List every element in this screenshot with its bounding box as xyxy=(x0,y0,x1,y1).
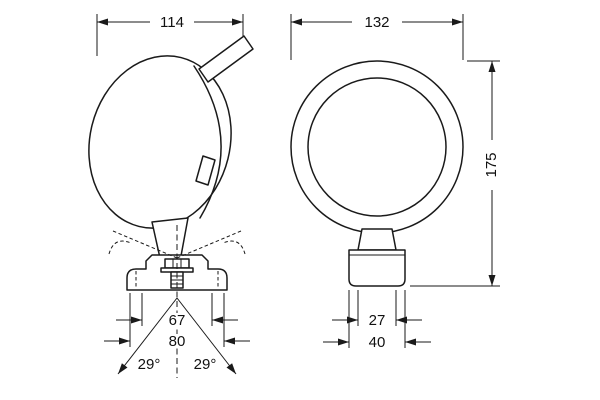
dim-29-right-label: 29° xyxy=(194,356,217,373)
dim-132-label: 132 xyxy=(364,14,389,31)
dim-175-label: 175 xyxy=(483,152,500,177)
front-lens-inner xyxy=(307,77,447,217)
dim-swivel-angles: 29° 29° xyxy=(117,297,237,375)
dim-base-width: 40 xyxy=(323,290,431,351)
dim-slot-width: 67 xyxy=(116,293,238,329)
dim-114-label: 114 xyxy=(160,14,184,31)
front-view xyxy=(290,60,464,287)
dim-front-height: 175 xyxy=(410,60,500,287)
dim-side-width: 114 xyxy=(96,14,244,56)
dim-27-label: 27 xyxy=(369,312,386,329)
ghost-arc-right xyxy=(222,240,246,255)
dim-bracket-width: 80 xyxy=(104,293,250,350)
side-lens-rim xyxy=(193,65,222,219)
dim-front-width: 132 xyxy=(290,14,464,60)
front-neck xyxy=(357,228,397,251)
side-housing xyxy=(88,55,232,229)
side-handle xyxy=(198,35,254,83)
dim-67-label: 67 xyxy=(169,312,186,329)
side-latch xyxy=(195,155,216,186)
side-view xyxy=(88,35,254,378)
side-neck xyxy=(151,217,189,259)
dim-29-left-label: 29° xyxy=(138,356,161,373)
dim-40-label: 40 xyxy=(369,334,386,351)
dim-neck-width: 27 xyxy=(332,290,422,329)
swivel-ghost-right xyxy=(176,230,242,259)
front-base xyxy=(348,249,406,287)
dim-80-label: 80 xyxy=(169,333,186,350)
ghost-arc-left xyxy=(108,240,132,255)
